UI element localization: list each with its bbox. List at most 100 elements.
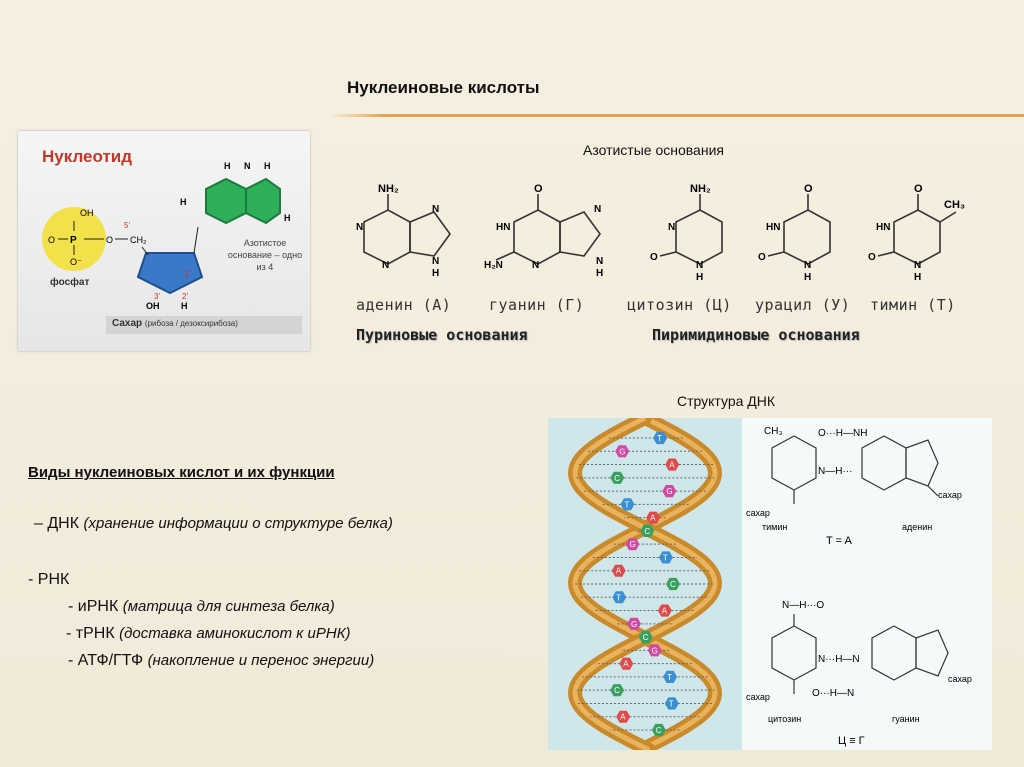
chem-label: O <box>758 252 766 263</box>
pair1-left-label: тимин <box>762 522 787 532</box>
helix-base-letter: G <box>630 540 636 549</box>
chem-label: H <box>181 301 188 311</box>
adenine-label: аденин (А) <box>356 296 452 314</box>
chem-label: O <box>106 235 113 245</box>
uracil-structure <box>767 194 831 265</box>
bases-structures: NH₂ N N N N H O HN H₂N N N N H NH₂ N O N… <box>356 183 965 283</box>
chem-label: H <box>914 272 921 283</box>
chem-label: N <box>244 161 251 171</box>
helix-base-letter: T <box>667 673 672 682</box>
nucleotide-title: Нуклеотид <box>42 147 133 166</box>
chem-label: CH₃ <box>764 426 783 437</box>
page-title: Нуклеиновые кислоты <box>347 78 540 97</box>
chem-label: сахар <box>948 674 972 684</box>
helix-base <box>612 591 627 604</box>
base-ring <box>245 177 281 225</box>
chem-label: O <box>650 252 658 263</box>
chem-label: сахар <box>746 692 770 702</box>
chem-label: N <box>532 260 539 271</box>
chem-label: N <box>594 204 601 215</box>
chem-label: HN <box>496 222 510 233</box>
chem-label: N <box>914 260 921 271</box>
dna-title: Структура ДНК <box>677 393 776 409</box>
sugar-label-note: (рибоза / дезоксирибоза) <box>144 319 238 328</box>
dna-base-pairs: CH₃ O···H—NH N—H··· сахар тимин T = A ад… <box>746 426 972 747</box>
nucleotide-diagram: OH O P O⁻ O CH₂ 5' 1' 3' 2' OH H H N H H… <box>42 161 291 311</box>
chem-label: H <box>804 272 811 283</box>
helix-base <box>610 684 625 697</box>
chem-label: NH₂ <box>690 183 711 195</box>
helix-base <box>611 564 626 577</box>
guanine-structure <box>495 194 601 265</box>
purines-label: Пуриновые основания <box>356 326 528 344</box>
chem-label: H <box>284 213 291 223</box>
sugar-label: Сахар (рибоза / дезоксирибоза) <box>112 318 238 329</box>
chem-label: OH <box>146 301 160 311</box>
chem-label: 3' <box>154 292 160 301</box>
kind-dna-name: – ДНК <box>34 515 84 532</box>
base-ring <box>205 177 247 225</box>
helix-base-letter: T <box>616 593 621 602</box>
chem-label: O <box>48 235 55 245</box>
kind-mrna-name: - иРНК <box>68 598 123 615</box>
helix-base <box>662 485 677 498</box>
chem-label: H <box>696 272 703 283</box>
kind-dna: – ДНК (хранение информации о структуре б… <box>34 515 393 533</box>
pair2-equation: Ц ≡ Г <box>838 735 865 747</box>
thymine-label: тимин (Т) <box>870 296 956 314</box>
helix-base-letter: C <box>614 686 620 695</box>
nucleotide-figure: Нуклеотид OH O P O⁻ O CH₂ 5' 1' 3' 2' OH… <box>18 131 310 351</box>
helix-base-letter: A <box>669 461 675 470</box>
kind-rna-name: - РНК <box>28 571 70 588</box>
helix-base-letter: A <box>662 607 668 616</box>
kind-rna: - РНК <box>28 571 69 589</box>
phosphate-circle <box>42 207 106 271</box>
sugar-ring <box>136 252 204 295</box>
sugar-label-text: Сахар <box>112 318 143 329</box>
pair2-left-label: цитозин <box>768 714 801 724</box>
helix-base <box>620 498 635 511</box>
chem-label: O <box>868 252 876 263</box>
helix-base-letter: T <box>663 553 668 562</box>
helix-base-letter: A <box>623 660 629 669</box>
helix-base-letter: T <box>669 699 674 708</box>
chem-label: H <box>432 268 439 279</box>
helix-base <box>666 577 680 591</box>
helix-base-letter: A <box>650 514 656 523</box>
pair2-right-label: гуанин <box>892 714 920 724</box>
helix-base <box>657 604 672 617</box>
pair1-equation: T = A <box>826 535 852 547</box>
helix-base-letter: C <box>670 580 676 589</box>
helix-base <box>663 670 678 683</box>
chem-label: N <box>804 260 811 271</box>
pyrimidines-label: Пиримидиновые основания <box>652 326 860 344</box>
helix-base-letter: C <box>644 527 650 536</box>
chem-label: O···H—N <box>812 688 854 699</box>
chem-label: OH <box>80 208 94 218</box>
cytosine-structure <box>659 194 723 265</box>
helix-base-letter: T <box>625 500 630 509</box>
chem-label: сахар <box>746 508 770 518</box>
helix-base <box>653 431 668 445</box>
chem-label: HN <box>766 222 780 233</box>
helix-base-letter: G <box>631 620 637 629</box>
thymine-adenine-pair <box>771 435 939 504</box>
chem-label: N···H—N <box>818 654 860 665</box>
helix-base <box>664 697 679 710</box>
helix-base-letter: T <box>657 434 662 443</box>
chem-label: N <box>668 222 675 233</box>
phosphate-label: фосфат <box>50 277 90 288</box>
chem-label: N <box>596 256 603 267</box>
chem-label: N—H···O <box>782 600 824 611</box>
helix-base-letter: G <box>619 447 625 456</box>
kind-trna-note: (доставка аминокислот к иРНК) <box>119 625 351 642</box>
chem-label: O <box>534 183 543 195</box>
helix-base <box>651 723 666 737</box>
chem-label: N <box>356 222 363 233</box>
helix-base-letter: A <box>616 567 622 576</box>
helix-base-letter: C <box>643 633 649 642</box>
helix-base-letter: G <box>666 487 672 496</box>
sugar-label-bar <box>106 316 302 334</box>
helix-base <box>640 524 655 537</box>
